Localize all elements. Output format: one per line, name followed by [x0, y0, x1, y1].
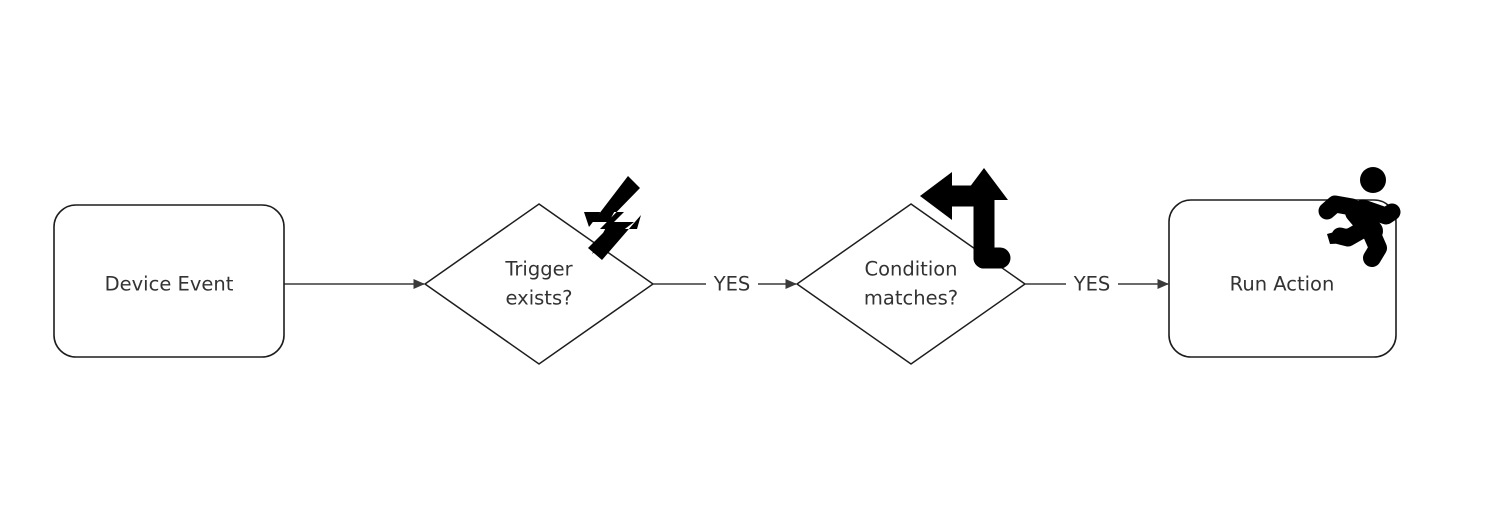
trigger-exists-label-line-2: exists? [506, 287, 573, 310]
running-person-icon [1318, 167, 1401, 267]
run-action-label: Run Action [1230, 273, 1335, 296]
edge-condition-to-action: YES [1025, 273, 1169, 296]
lightning-bolt-icon [584, 176, 641, 260]
branch-arrow-icon [920, 168, 1011, 269]
trigger-exists-label-line-1: Trigger [504, 258, 573, 281]
edge-label-yes-1: YES [713, 273, 751, 296]
device-event-box[interactable] [53, 204, 285, 358]
condition-matches-label-line-2: matches? [864, 287, 958, 310]
device-event-label: Device Event [105, 273, 234, 296]
edge-label-yes-2: YES [1073, 273, 1111, 296]
edge-trigger-to-condition: YES [653, 273, 797, 296]
condition-matches-label-line-1: Condition [864, 258, 957, 281]
node-device-event[interactable]: Device Event [53, 204, 285, 358]
